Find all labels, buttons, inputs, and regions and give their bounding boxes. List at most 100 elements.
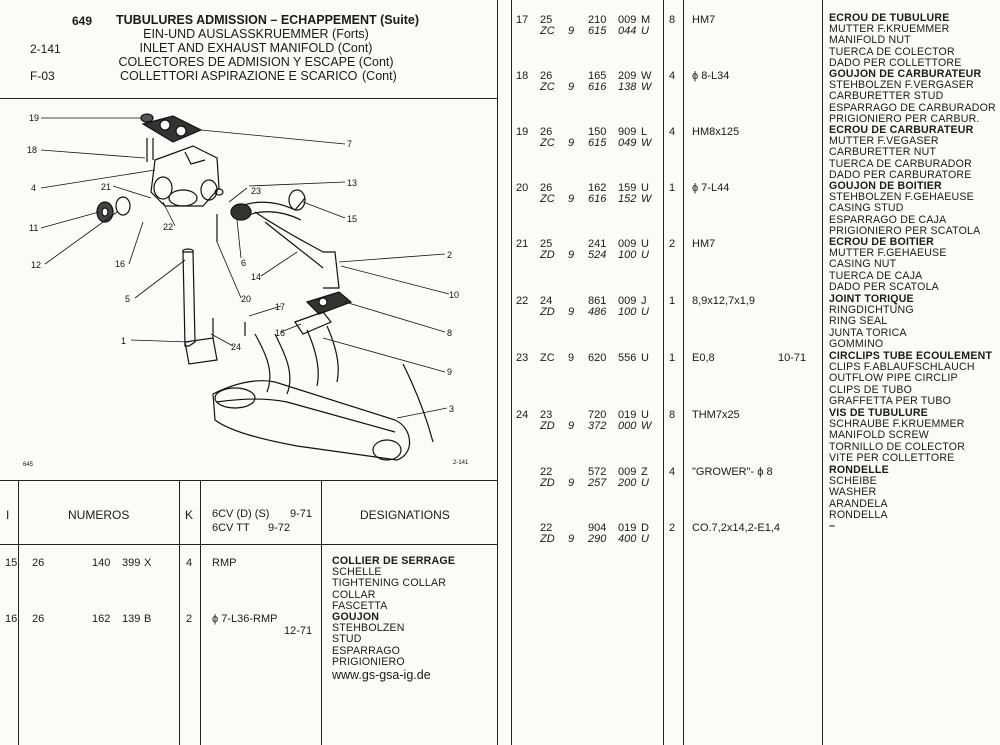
- callout-20: 20: [241, 294, 251, 304]
- designation-line: TORNILLO DE COLECTOR: [829, 440, 966, 453]
- designation-line: GOUJON DE BOITIER: [829, 180, 942, 192]
- row-16-num2: 162: [92, 613, 111, 625]
- row-19-num1: 26: [540, 126, 553, 138]
- callout-23: 23: [251, 186, 261, 196]
- website-url[interactable]: www.gs-gsa-ig.de: [332, 668, 431, 682]
- row-21-alt5: U: [641, 249, 649, 261]
- designation-line: RING SEAL: [829, 315, 888, 328]
- row-18-num3: 209: [618, 70, 637, 82]
- row-21-index: 21: [516, 238, 529, 250]
- row-21-qty: 2: [669, 238, 676, 250]
- row-22-alt1: ZD: [540, 306, 555, 318]
- row-17-spec: HM7: [692, 14, 716, 26]
- row-16-num1: 26: [32, 613, 45, 625]
- row-15-qty: 4: [186, 557, 193, 569]
- row-extra-9-num4: D: [641, 522, 649, 534]
- column-header-numeros: NUMEROS: [68, 508, 130, 522]
- row-18-alt2: 9: [568, 81, 575, 93]
- right-col-i-divider: [511, 0, 512, 745]
- designation-line: ARANDELA: [829, 497, 888, 510]
- title-french: TUBULURES ADMISSION – ECHAPPEMENT (Suite…: [116, 13, 420, 27]
- row-19-alt2: 9: [568, 137, 575, 149]
- column-header-k: K: [185, 508, 194, 522]
- designation-line: MUTTER F.VEGASER: [829, 135, 939, 148]
- row-23-index: 23: [516, 352, 529, 364]
- row-17-alt1: ZC: [540, 25, 555, 37]
- row-17-alt4: 044: [618, 25, 637, 37]
- row-extra-8-alt1: ZD: [540, 477, 555, 489]
- designation-line: DADO PER SCATOLA: [829, 280, 939, 293]
- designation-line: ECROU DE BOITIER: [829, 236, 935, 248]
- row-17-num1: 25: [540, 14, 553, 26]
- row-17-alt3: 615: [588, 25, 607, 37]
- row-24-num3: 019: [618, 409, 637, 421]
- designation-line: TUERCA DE CARBURADOR: [829, 157, 972, 170]
- column-header-designations: DESIGNATIONS: [360, 508, 450, 522]
- row-18-qty: 4: [669, 70, 676, 82]
- designation-line: RONDELLE: [829, 464, 889, 476]
- designation-line: PRIGIONIERO PER CARBUR.: [829, 112, 980, 125]
- row-extra-8-alt5: U: [641, 477, 649, 489]
- row-20-num2: 162: [588, 182, 607, 194]
- row-21-alt3: 524: [588, 249, 607, 261]
- designation-line: CLIPS DE TUBO: [829, 383, 913, 396]
- row-18-alt1: ZC: [540, 81, 555, 93]
- row-extra-9-num1: 22: [540, 522, 553, 534]
- designation-line: TUERCA DE CAJA: [829, 269, 923, 282]
- callout-21: 21: [101, 182, 111, 192]
- right-col-spec-divider: [822, 0, 823, 745]
- title-german: EIN-UND AUSLASSKRUEMMER (Forts): [143, 27, 369, 41]
- row-extra-9-alt5: U: [641, 533, 649, 545]
- row-19-alt5: W: [641, 137, 652, 149]
- row-15-index: 15: [5, 557, 18, 569]
- row-extra-9-alt4: 400: [618, 533, 637, 545]
- row-24-num1: 23: [540, 409, 553, 421]
- row-19-alt1: ZC: [540, 137, 555, 149]
- table-head-top-rule: [0, 480, 497, 481]
- row-15-num2: 140: [92, 557, 111, 569]
- row-24-alt4: 000: [618, 420, 637, 432]
- designation-line: VITE PER COLLETTORE: [829, 451, 955, 464]
- row-23-num3: 620: [588, 352, 607, 364]
- row-extra-9-spec: CO.7,2x14,2-E1,4: [692, 522, 781, 534]
- callout-22: 22: [163, 222, 173, 232]
- page-number: 649: [72, 14, 93, 28]
- row-20-num1: 26: [540, 182, 553, 194]
- designation-line: DADO PER COLLETTORE: [829, 56, 962, 69]
- page-center-divider: [497, 0, 498, 745]
- reference-f-03: F-03: [30, 69, 55, 83]
- row-extra-8-num3: 009: [618, 466, 637, 478]
- row-24-alt1: ZD: [540, 420, 555, 432]
- row-22-alt4: 100: [618, 306, 637, 318]
- designation-line: CASING NUT: [829, 258, 897, 271]
- row-extra-8-qty: 4: [669, 466, 676, 478]
- designation-line: ECROU DE TUBULURE: [829, 12, 950, 24]
- row-20-num4: U: [641, 182, 649, 194]
- callout-1: 1: [121, 336, 126, 346]
- row-20-alt3: 616: [588, 193, 607, 205]
- row-23-num1: ZC: [540, 352, 555, 364]
- col-spec-divider: [321, 480, 322, 745]
- designation-line: RINGDICHTUNG: [829, 304, 914, 317]
- row-22-spec: 8,9x12,7x1,9: [692, 295, 755, 307]
- model-6cv-tt: 6CV TT: [212, 522, 250, 534]
- reference-2-141: 2-141: [30, 42, 61, 56]
- model-6cv-d-s: 6CV (D) (S): [212, 508, 270, 520]
- row-20-qty: 1: [669, 182, 676, 194]
- row-extra-8-alt2: 9: [568, 477, 575, 489]
- callout-8: 8: [447, 328, 452, 338]
- row-24-index: 24: [516, 409, 529, 421]
- row-23-spec: E0,8: [692, 352, 715, 364]
- row-17-alt5: U: [641, 25, 649, 37]
- designation-line: STEHBOLZEN F.VERGASER: [829, 79, 974, 92]
- row-17-qty: 8: [669, 14, 676, 26]
- row-extra-8-num1: 22: [540, 466, 553, 478]
- callout-5: 5: [125, 294, 130, 304]
- callout-2: 2: [447, 250, 452, 260]
- row-18-num2: 165: [588, 70, 607, 82]
- exploded-manifold-diagram: 19 18 4 21 11 12 22 16 23 13 7 15 6 14 2…: [23, 113, 469, 468]
- row-20-alt2: 9: [568, 193, 575, 205]
